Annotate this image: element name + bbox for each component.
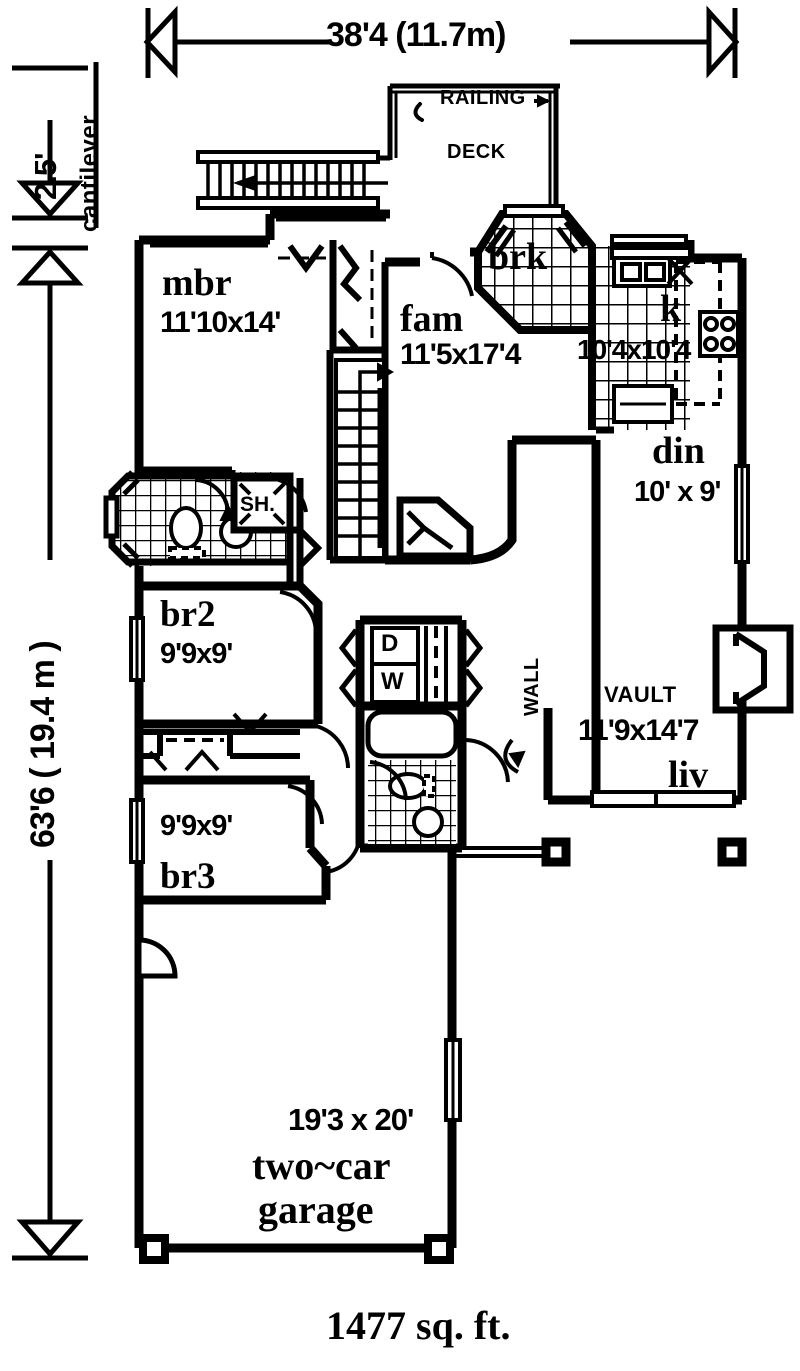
garage-entry-door bbox=[136, 937, 178, 979]
living-bay bbox=[712, 624, 794, 714]
room-label-dining: din bbox=[652, 430, 705, 472]
width-dimension-line bbox=[143, 5, 740, 79]
depth-dimension-label: 63'6 ( 19.4 m ) bbox=[24, 641, 62, 848]
family-fireplace bbox=[396, 496, 474, 560]
door-swing bbox=[430, 252, 474, 297]
room-dim-garage: 19'3 x 20' bbox=[288, 1102, 414, 1137]
vault-label: VAULT bbox=[604, 682, 677, 707]
room-label-fam: fam bbox=[400, 298, 464, 340]
room-label-kitchen: k bbox=[660, 288, 682, 330]
railing-leader bbox=[413, 94, 551, 122]
cantilever-dimension bbox=[12, 62, 99, 228]
dining-window bbox=[734, 464, 750, 564]
hall-door bbox=[267, 476, 308, 513]
washer-dryer bbox=[370, 626, 420, 704]
cantilever-dimension-label: 2.5' bbox=[28, 153, 63, 200]
room-dim-br3: 9'9x9' bbox=[160, 810, 233, 842]
br3-walls bbox=[139, 775, 331, 905]
room-label-br3: br3 bbox=[160, 856, 216, 897]
wall-note-label: WALL bbox=[521, 657, 543, 716]
width-dimension-label: 38'4 (11.7m) bbox=[326, 16, 506, 54]
deck-stairs bbox=[196, 150, 388, 210]
room-label-garage-line2: garage bbox=[258, 1187, 374, 1232]
dryer-label: D bbox=[381, 630, 399, 657]
room-dim-kitchen: 10'4x10'4 bbox=[577, 334, 691, 365]
room-label-br2: br2 bbox=[160, 594, 216, 635]
washer-label: W bbox=[381, 668, 404, 695]
laundry-walls bbox=[355, 615, 467, 853]
porch-posts bbox=[541, 837, 747, 867]
room-label-liv: liv bbox=[668, 754, 709, 796]
depth-dimension-line bbox=[12, 245, 88, 1261]
deck-label: DECK bbox=[447, 141, 506, 163]
room-label-brk: brk bbox=[488, 236, 548, 278]
room-dim-br2: 9'9x9' bbox=[160, 638, 233, 670]
total-area-label: 1477 sq. ft. bbox=[326, 1303, 511, 1348]
br2-walls bbox=[139, 581, 323, 729]
room-dim-fam: 11'5x17'4 bbox=[400, 338, 521, 371]
room-label-mbr: mbr bbox=[162, 262, 232, 304]
garage-piers bbox=[139, 1234, 454, 1264]
cantilever-note-label: cantilever bbox=[76, 114, 103, 232]
wall-leader bbox=[503, 738, 526, 774]
room-dim-liv: 11'9x14'7 bbox=[578, 714, 699, 747]
room-dim-dining: 10' x 9' bbox=[634, 476, 721, 508]
shower-label: SH. bbox=[240, 493, 276, 516]
railing-label: RAILING bbox=[440, 87, 526, 109]
living-room-walls bbox=[543, 708, 596, 805]
room-label-garage-line1: two~car bbox=[252, 1143, 391, 1188]
interior-stairs bbox=[334, 358, 395, 560]
room-dim-mbr: 11'10x14' bbox=[160, 306, 281, 339]
garage-door bbox=[444, 1038, 462, 1122]
